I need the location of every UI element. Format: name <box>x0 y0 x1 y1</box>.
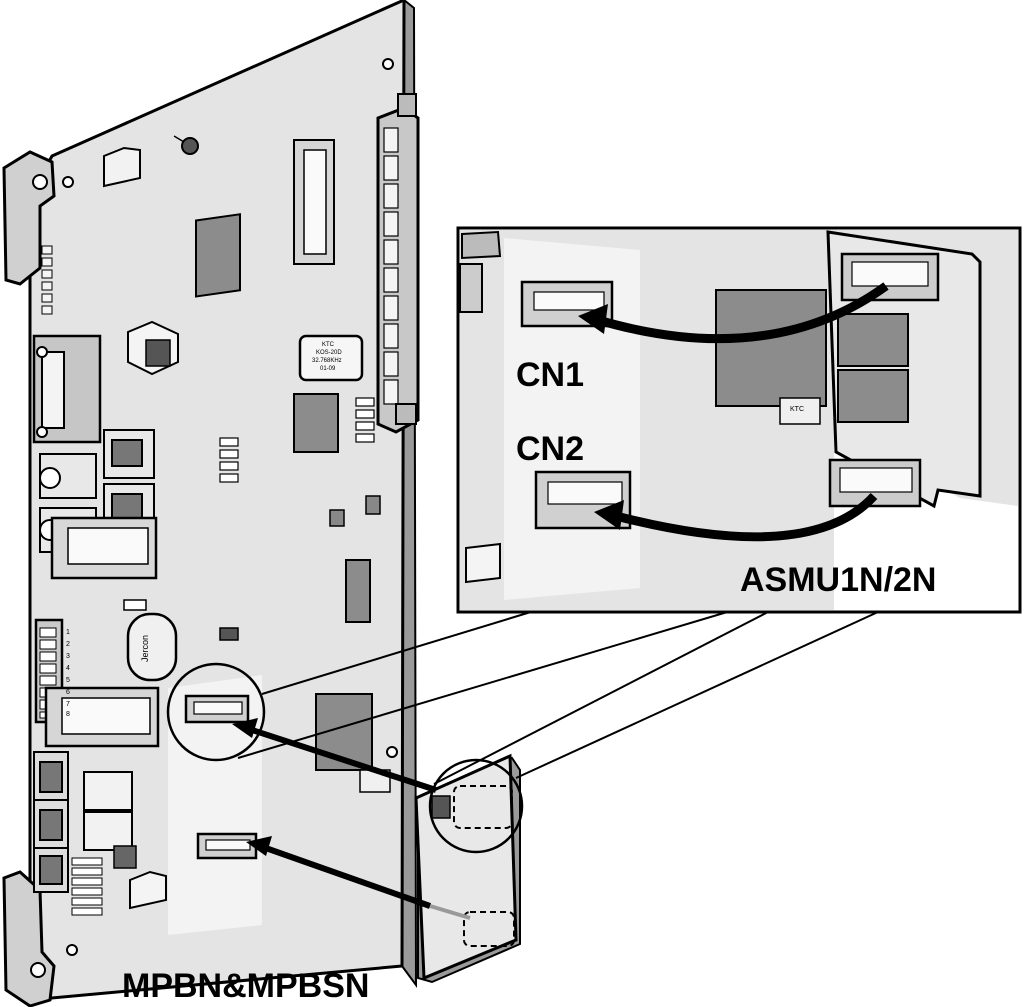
oscillator-marking-2: KOS-20D <box>316 350 342 356</box>
dip-number-7: 7 <box>66 701 70 708</box>
dip-number-1: 1 <box>66 629 70 636</box>
oscillator-marking-4: 01-09 <box>320 366 336 372</box>
dip-number-6: 6 <box>66 689 70 696</box>
dip-number-2: 2 <box>66 641 70 648</box>
capacitor <box>126 612 178 682</box>
insert-arrow-cn1 <box>232 718 437 793</box>
inset-qfp-chip <box>715 289 827 407</box>
small-chip-marking: KTC <box>790 406 804 413</box>
dip-number-8: 8 <box>66 711 70 718</box>
qfp-chip-1 <box>195 213 241 298</box>
backplane-connector <box>376 93 420 434</box>
board-components <box>32 135 391 916</box>
oscillator-marking-3: 32.768KHz <box>312 358 342 364</box>
board-cn1-connector <box>184 694 250 724</box>
zoom-circle-module <box>428 758 524 854</box>
board-cn2-connector <box>196 832 258 860</box>
inset-arrow-cn1 <box>578 282 889 344</box>
ejector-lever-bottom <box>2 870 56 1007</box>
qfp-chip-2 <box>293 393 339 453</box>
oscillator-marking-1: KTC <box>322 342 334 348</box>
inset-cn1-connector <box>520 280 614 328</box>
insert-arrow-cn2 <box>246 836 471 920</box>
dip-number-4: 4 <box>66 665 70 672</box>
dip-number-5: 5 <box>66 677 70 684</box>
inset-asmu-card <box>826 230 982 509</box>
capacitor-marking: Jercon <box>140 634 151 663</box>
zoom-callout-lines <box>237 607 879 785</box>
zoom-circle-board <box>166 662 266 762</box>
asmu-module-card <box>414 753 521 984</box>
ejector-lever-top <box>2 150 56 286</box>
board-label: MPBN&MPBSN <box>122 967 370 1005</box>
module-label: ASMU1N/2N <box>740 561 937 599</box>
oscillator <box>298 334 364 382</box>
inset-panel <box>456 226 1022 614</box>
inset-arrow-cn2 <box>594 492 878 542</box>
dip-number-3: 3 <box>66 653 70 660</box>
cn2-label: CN2 <box>516 430 585 468</box>
cn1-label: CN1 <box>516 356 585 394</box>
